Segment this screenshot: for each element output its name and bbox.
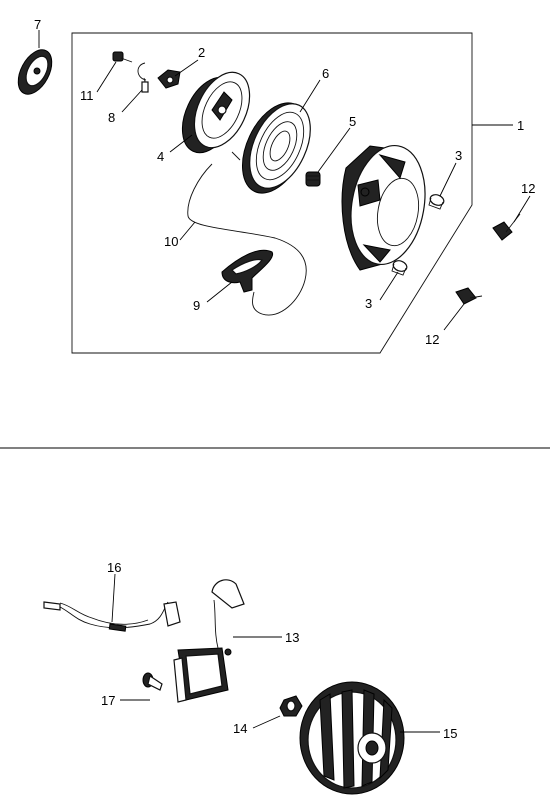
part-11-screw	[112, 51, 133, 63]
callout-2: 2	[198, 45, 205, 60]
callout-12-upper: 12	[521, 181, 535, 196]
callout-15: 15	[443, 726, 457, 741]
part-10-rope	[187, 163, 307, 316]
part-2-pawl	[157, 69, 181, 89]
callout-1: 1	[517, 118, 524, 133]
leader-12b	[443, 303, 465, 331]
leader-10	[179, 221, 196, 241]
callout-13: 13	[285, 630, 299, 645]
part-15-flywheel	[299, 681, 405, 795]
leader-2	[174, 59, 199, 77]
callout-14: 14	[233, 721, 247, 736]
callout-11: 11	[80, 88, 94, 103]
leader-9	[206, 281, 233, 303]
leader-14	[252, 715, 281, 729]
part-16-wire	[43, 601, 181, 632]
leader-5	[317, 127, 351, 173]
callout-4: 4	[157, 149, 164, 164]
leader-8	[121, 89, 143, 113]
callout-17: 17	[101, 693, 115, 708]
callout-5: 5	[349, 114, 356, 129]
leader-6	[299, 79, 321, 113]
leader-4	[169, 134, 193, 153]
callout-10: 10	[164, 234, 178, 249]
callout-6: 6	[322, 66, 329, 81]
part-5-small-spring	[305, 171, 321, 187]
part-13-ignition-coil	[173, 579, 245, 703]
part-4-reel	[181, 71, 251, 154]
part-12-screw-upper	[492, 213, 521, 241]
leader-3b	[379, 271, 399, 301]
callout-7: 7	[34, 17, 41, 32]
part-17-bolt	[142, 672, 163, 691]
leader-12a	[513, 195, 531, 223]
callout-labels: 7 2 6 11 8 5 1 4 3 12 10 3 9 12 16 13 17…	[34, 17, 535, 741]
part-9-handle	[221, 249, 274, 293]
part-14-nut	[279, 695, 303, 717]
part-3-bushing-upper	[428, 194, 445, 210]
callout-3-lower: 3	[365, 296, 372, 311]
callout-16: 16	[107, 560, 121, 575]
callout-9: 9	[193, 298, 200, 313]
callout-8: 8	[108, 110, 115, 125]
leader-11	[96, 61, 117, 93]
leader-3a	[439, 162, 457, 197]
part-8-spring-clip	[137, 62, 149, 93]
leader-16	[111, 573, 116, 623]
starter-assembly-group	[17, 30, 531, 354]
part-1-starter-housing	[341, 144, 426, 271]
part-6-spiral-spring	[231, 102, 311, 194]
callout-12-lower: 12	[425, 332, 439, 347]
part-7-pulley	[17, 49, 53, 95]
assembly-frame	[71, 32, 473, 354]
callout-3-upper: 3	[455, 148, 462, 163]
part-3-bushing-lower	[391, 260, 408, 276]
ignition-group	[43, 573, 440, 795]
part-12-screw-lower	[455, 287, 483, 305]
